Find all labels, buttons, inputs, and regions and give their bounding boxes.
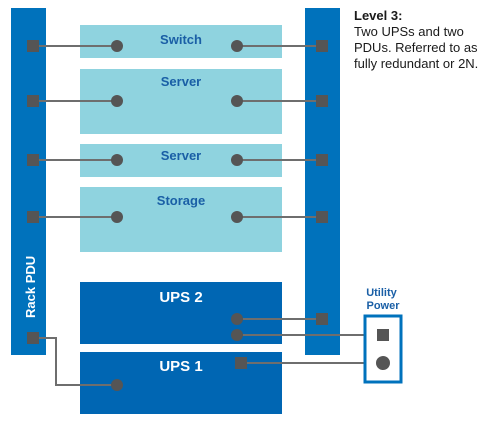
plug bbox=[111, 379, 123, 391]
plug bbox=[231, 154, 243, 166]
ups-2-box bbox=[80, 282, 282, 344]
plug bbox=[111, 40, 123, 52]
plug bbox=[111, 211, 123, 223]
outlet bbox=[316, 211, 328, 223]
cable-left-pdu-to-ups1 bbox=[33, 337, 117, 386]
rack-pdu-right bbox=[305, 8, 340, 355]
rack-pdu-left bbox=[11, 8, 46, 355]
outlet bbox=[27, 211, 39, 223]
plug bbox=[231, 313, 243, 325]
ups-1-label: UPS 1 bbox=[159, 358, 202, 375]
plug bbox=[231, 211, 243, 223]
utility-power-line-1: Utility bbox=[366, 287, 397, 299]
plug bbox=[111, 95, 123, 107]
outlet bbox=[316, 154, 328, 166]
outlet bbox=[316, 313, 328, 325]
storage-label: Storage bbox=[157, 193, 205, 208]
switch-label: Switch bbox=[160, 32, 202, 47]
outlet bbox=[27, 40, 39, 52]
outlet bbox=[316, 95, 328, 107]
outlet bbox=[27, 332, 39, 344]
level-caption: Level 3: Two UPSs and two PDUs. Referred… bbox=[354, 8, 494, 72]
device-plugs bbox=[111, 40, 243, 391]
utility-power-line-2: Power bbox=[366, 300, 400, 312]
right-pdu-outlets bbox=[316, 40, 328, 325]
utility-outlet-circle bbox=[376, 356, 390, 370]
plug bbox=[231, 329, 243, 341]
cables bbox=[33, 45, 383, 386]
utility-power-label: Utility Power bbox=[366, 287, 400, 312]
outlet bbox=[27, 154, 39, 166]
server-2-label: Server bbox=[161, 148, 201, 163]
plug bbox=[231, 95, 243, 107]
caption-heading: Level 3: bbox=[354, 8, 403, 23]
server-1-label: Server bbox=[161, 74, 201, 89]
rack-pdu-label: Rack PDU bbox=[23, 256, 38, 318]
ups-2-label: UPS 2 bbox=[159, 289, 202, 306]
ups1-outlet bbox=[235, 357, 247, 369]
plug bbox=[111, 154, 123, 166]
utility-outlet-square bbox=[377, 329, 389, 341]
plug bbox=[231, 40, 243, 52]
caption-body: Two UPSs and two PDUs. Referred to as fu… bbox=[354, 24, 479, 71]
left-pdu-outlets bbox=[27, 40, 39, 344]
outlet bbox=[27, 95, 39, 107]
utility-power-box bbox=[363, 314, 403, 384]
outlet bbox=[316, 40, 328, 52]
